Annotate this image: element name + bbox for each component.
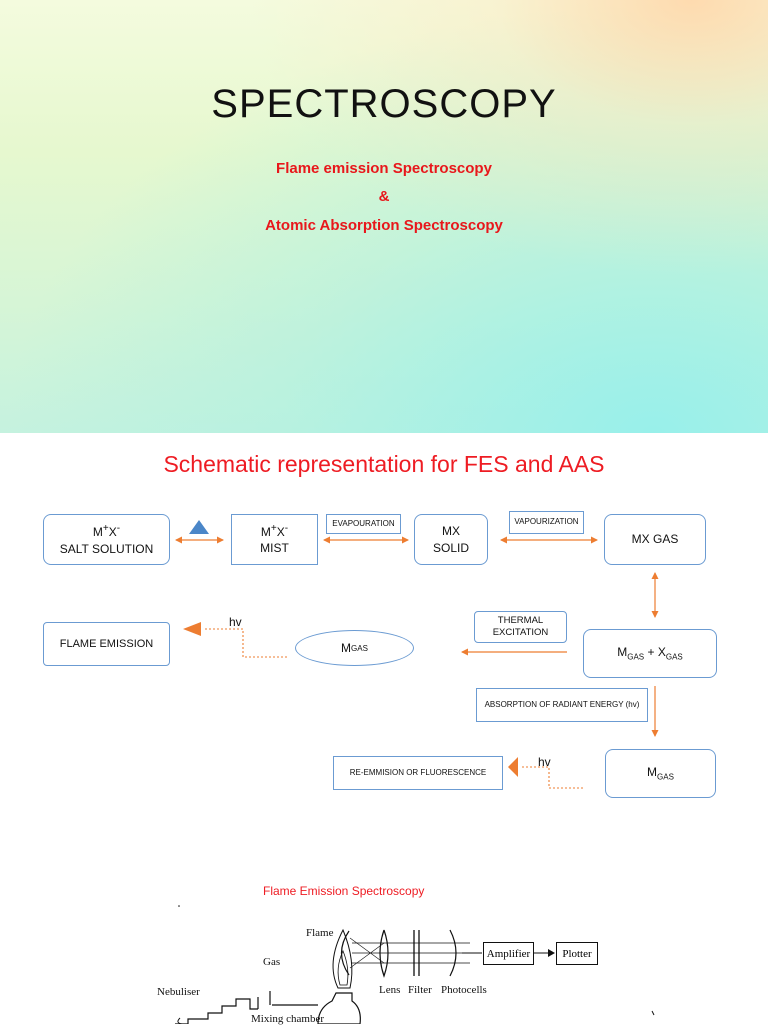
sup-minus: -: [116, 523, 121, 535]
mist-x: X: [276, 525, 285, 540]
title-slide: SPECTROSCOPY Flame emission Spectroscopy…: [0, 0, 768, 433]
mx-gas-box: MX GAS: [604, 514, 706, 565]
amplifier-box: Amplifier: [483, 942, 534, 965]
slide-title: Schematic representation for FES and AAS: [163, 451, 605, 477]
lens-label: Lens: [379, 984, 401, 996]
sup-plus: +: [102, 523, 109, 535]
re-emission-label: RE-EMMISION OR FLUORESCENCE: [333, 756, 503, 790]
hv-arrowhead-2: [508, 757, 518, 777]
salt-solution-label: SALT SOLUTION: [59, 541, 154, 556]
gas-label: Gas: [263, 956, 281, 968]
sup-minus: -: [284, 523, 289, 535]
absorption-label: ABSORPTION OF RADIANT ENERGY (hv): [476, 688, 648, 722]
flame-label: Flame: [306, 927, 334, 939]
subtitle-fes: Flame emission Spectroscopy: [276, 160, 492, 177]
hv-label-2: hv: [538, 755, 551, 769]
salt-m: M: [92, 525, 103, 540]
heat-triangle-icon: [189, 520, 209, 534]
vapourization-label: VAPOURIZATION: [509, 511, 584, 534]
filter-label: Filter: [408, 984, 432, 996]
m-gas-sub: GAS: [351, 643, 368, 653]
evaporation-label: EVAPOURATION: [326, 514, 401, 534]
m-gas2-m: M: [647, 764, 658, 779]
m-gas-m: M: [341, 641, 352, 655]
plotter-box: Plotter: [556, 942, 598, 965]
mx-solid-box: MX SOLID: [414, 514, 488, 565]
mist-box: M+X- MIST: [231, 514, 318, 565]
subtitle-ampersand: &: [378, 188, 390, 205]
m-gas-box-2: MGAS: [605, 749, 716, 798]
thermal-excitation-label: THERMAL EXCITATION: [474, 611, 567, 643]
m-x-gas-box: MGAS + XGAS: [583, 629, 717, 678]
fes-apparatus-drawing: [175, 905, 655, 1024]
mx-solid-l1: MX: [442, 524, 460, 539]
salt-x: X: [108, 525, 117, 540]
salt-solution-box: M+X- SALT SOLUTION: [43, 514, 170, 565]
hv-label-1: hv: [229, 615, 242, 629]
hv-path-1: [205, 628, 287, 658]
mx-solid-l2: SOLID: [432, 540, 469, 555]
nebuliser-label: Nebuliser: [157, 986, 200, 998]
photocells-label: Photocells: [441, 984, 487, 996]
sup-plus: +: [270, 523, 277, 535]
fes-caption: Flame Emission Spectroscopy: [263, 884, 425, 898]
hv-path-2: [520, 766, 583, 789]
split-plus-x: + X: [644, 644, 666, 659]
flame-emission-box: FLAME EMISSION: [43, 622, 170, 666]
hv-arrowhead-1: [183, 622, 201, 636]
split-x-sub: GAS: [665, 652, 683, 662]
mist-label: MIST: [260, 541, 289, 555]
schematic-slide: Schematic representation for FES and AAS…: [0, 433, 768, 1025]
split-m-sub: GAS: [627, 652, 645, 662]
subtitle-aas: Atomic Absorption Spectroscopy: [265, 217, 503, 234]
split-m: M: [617, 644, 628, 659]
deck-title: SPECTROSCOPY: [211, 82, 557, 126]
mist-m: M: [260, 525, 271, 540]
flow-arrows: [175, 520, 659, 789]
mixing-chamber-label: Mixing chamber: [251, 1013, 325, 1025]
m-gas2-sub: GAS: [657, 772, 674, 782]
